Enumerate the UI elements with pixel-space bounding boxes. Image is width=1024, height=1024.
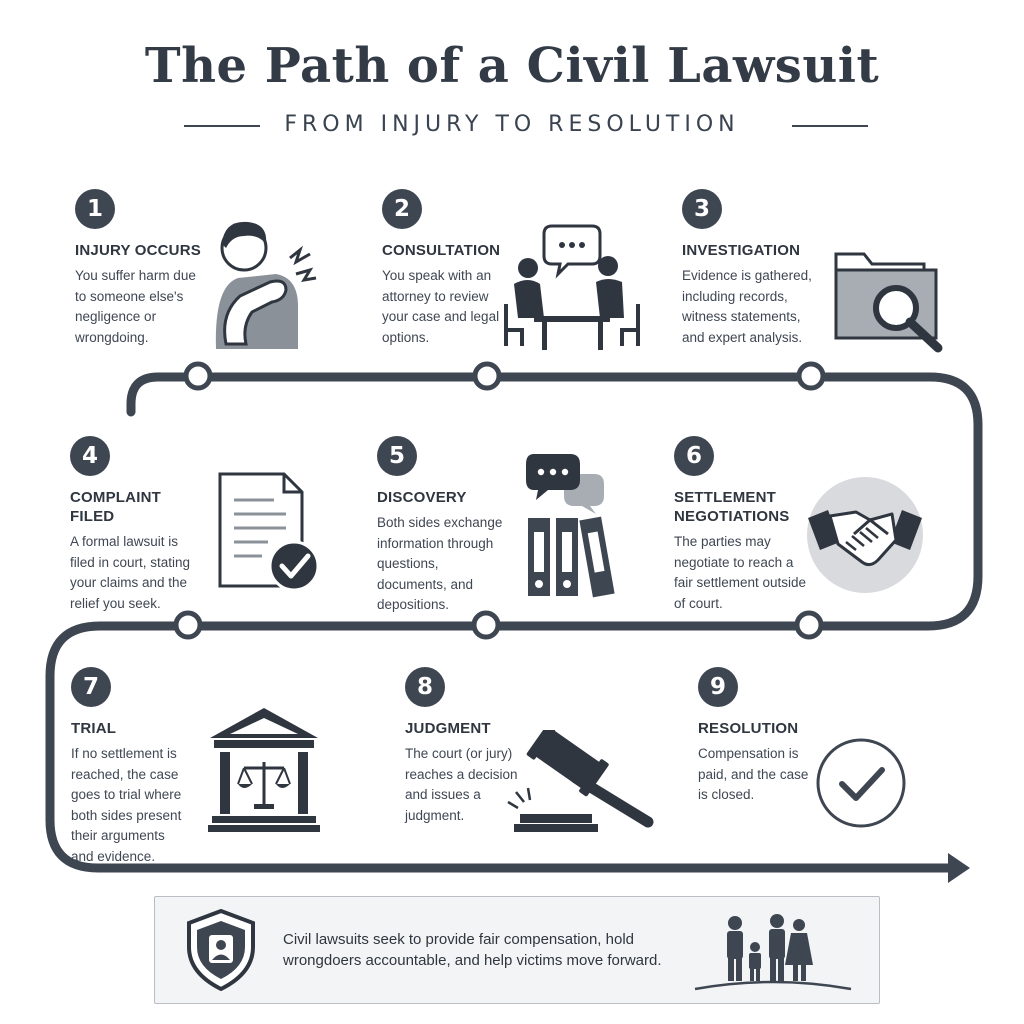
courthouse-icon [208,708,320,832]
step-number: 6 [674,436,714,476]
consultation-meeting-icon [504,224,640,350]
step-description: Both sides exchange information through … [377,515,503,612]
binders-chat-icon [526,454,615,598]
step-title: INVESTIGATION [682,242,801,259]
step-title: CONSULTATION [382,242,501,259]
step-9: 9 RESOLUTION Compensation is paid, and t… [698,667,813,806]
step-title: INJURY OCCURS [75,242,201,259]
step-description: The court (or jury) reaches a decision a… [405,746,518,823]
step-5: 5 DISCOVERY Both sides exchange informat… [377,436,512,616]
step-description: Evidence is gathered, including records,… [682,268,812,345]
step-title: TRIAL [71,720,117,737]
step-description: You speak with an attorney to review you… [382,268,500,345]
folder-magnifier-icon [834,252,943,353]
step-description: Compensation is paid, and the case is cl… [698,746,809,802]
subtitle-row: FROM INJURY TO RESOLUTION [0,112,1024,142]
path-node [471,610,501,640]
step-number: 1 [75,189,115,229]
step-description: A formal lawsuit is filed in court, stat… [70,534,191,611]
step-number: 3 [682,189,722,229]
step-number: 7 [71,667,111,707]
shield-person-icon [187,909,255,991]
step-7: 7 TRIAL If no settlement is reached, the… [71,667,191,867]
path-node [472,361,502,391]
step-6: 6 SETTLEMENT NEGOTIATIONS The parties ma… [674,436,809,614]
footer-box: Civil lawsuits seek to provide fair comp… [154,896,880,1004]
step-8: 8 JUDGMENT The court (or jury) reaches a… [405,667,525,826]
path-nodes [173,361,826,640]
subtitle-rule-left [184,125,260,127]
path-node [794,610,824,640]
step-2: 2 CONSULTATION You speak with an attorne… [382,189,502,348]
step-description: The parties may negotiate to reach a fai… [674,534,807,611]
handshake-icon [807,477,923,593]
footer-text: Civil lawsuits seek to provide fair comp… [283,931,662,969]
document-check-icon [218,472,320,592]
gavel-icon [507,730,654,832]
step-title: COMPLAINT FILED [70,489,161,525]
step-title: SETTLEMENT NEGOTIATIONS [674,489,790,525]
path-node [173,610,203,640]
step-title: RESOLUTION [698,720,799,737]
step-description: If no settlement is reached, the case go… [71,746,182,864]
step-title: JUDGMENT [405,720,491,737]
step-title: DISCOVERY [377,489,467,506]
injured-person-icon [215,221,317,349]
path-arrowhead [948,853,970,883]
path-node [796,361,826,391]
step-number: 5 [377,436,417,476]
step-4: 4 COMPLAINT FILED A formal lawsuit is fi… [70,436,205,614]
step-number: 4 [70,436,110,476]
page-subtitle: FROM INJURY TO RESOLUTION [284,112,740,137]
step-number: 2 [382,189,422,229]
path-line [45,372,983,873]
step-1: 1 INJURY OCCURS You suffer harm due to s… [75,189,205,348]
step-3: 3 INVESTIGATION Evidence is gathered, in… [682,189,817,348]
step-number: 8 [405,667,445,707]
page-title: The Path of a Civil Lawsuit [144,38,880,94]
subtitle-rule-right [792,125,868,127]
step-description: You suffer harm due to someone else's ne… [75,268,196,345]
path-node [183,361,213,391]
checkmark-circle-icon [816,738,906,828]
step-number: 9 [698,667,738,707]
family-icon [694,914,852,991]
